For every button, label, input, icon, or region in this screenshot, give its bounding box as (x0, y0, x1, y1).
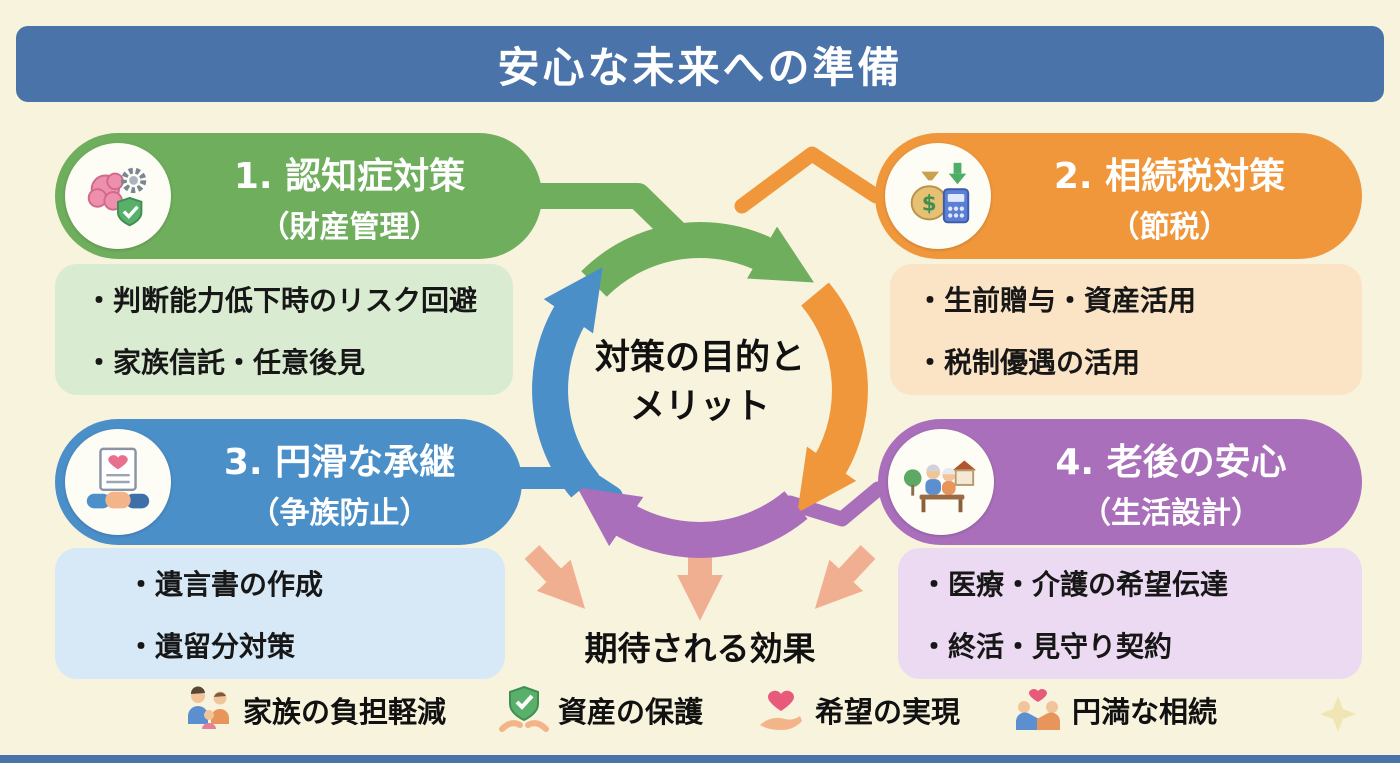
card-succession-body: ・遺言書の作成 ・遺留分対策 (55, 548, 505, 679)
family-icon (187, 686, 229, 729)
card-retirement-header: 4. 老後の安心 （生活設計） (878, 419, 1362, 545)
card-inheritance-tax-header: $ 2. 相続税対策 （節税） (875, 133, 1362, 259)
cycle-arc-green (581, 221, 815, 297)
card-succession-header: 3. 円滑な承継 （争族防止） (55, 419, 522, 545)
bullet-item: ・判断能力低下時のリスク回避 (85, 283, 478, 317)
cycle-arc-blue (532, 267, 603, 498)
card-succession-title: 3. 円滑な承継 (223, 441, 456, 483)
expected-effects-label: 期待される効果 (584, 629, 816, 668)
card-dementia-title: 1. 認知症対策 (233, 155, 466, 197)
shield-hands-icon (498, 685, 549, 732)
card-dementia-subtitle: （財産管理） (259, 209, 440, 245)
legend-item-harmonious-inheritance: 円満な相続 (1012, 684, 1217, 736)
effect-arrow-right (814, 545, 876, 609)
bullet-item: ・遺言書の作成 (127, 567, 324, 601)
bullet-item: ・生前贈与・資産活用 (916, 283, 1197, 317)
heart-hand-icon (760, 690, 802, 730)
card-inheritance-tax-title: 2. 相続税対策 (1053, 155, 1286, 197)
orange-connector (734, 146, 884, 214)
legend-label: 家族の負担軽減 (242, 695, 446, 729)
effect-arrow-left (524, 545, 586, 609)
benefits-legend: 家族の負担軽減 資産の保護 希望の実現 (0, 684, 1400, 736)
elderly-couple-bench-icon (903, 460, 977, 513)
cycle-arc-purple (577, 487, 808, 558)
bullet-item: ・家族信託・任意後見 (85, 345, 366, 379)
bullet-item: ・遺留分対策 (127, 629, 296, 663)
page-title: 安心な未来への準備 (497, 42, 903, 92)
card-inheritance-tax-subtitle: （節税） (1109, 209, 1230, 245)
legend-item-family-burden: 家族の負担軽減 (183, 684, 446, 736)
card-dementia-header: 1. 認知症対策 （財産管理） (55, 133, 542, 259)
bullet-item: ・医療・介護の希望伝達 (920, 567, 1229, 601)
legend-label: 希望の実現 (815, 695, 961, 729)
card-retirement-subtitle: （生活設計） (1081, 495, 1261, 531)
cycle-arrows-diagram (532, 221, 868, 558)
contract-handshake-icon (86, 447, 150, 509)
card-dementia-body: ・判断能力低下時のリスク回避 ・家族信託・任意後見 (55, 264, 513, 395)
brain-gear-shield-icon (87, 167, 147, 227)
bottom-frame-strip (0, 755, 1400, 763)
bullet-item: ・税制優遇の活用 (916, 345, 1141, 379)
cycle-center-label: 対策の目的と メリット (594, 338, 805, 427)
header-banner: 安心な未来への準備 (16, 26, 1384, 102)
card-succession-subtitle: （争族防止） (249, 495, 430, 531)
svg-text:$: $ (922, 192, 937, 217)
people-handshake-icon (1016, 688, 1061, 730)
money-bag-calculator-icon: $ (910, 162, 970, 224)
card-retirement-title: 4. 老後の安心 (1055, 441, 1287, 483)
legend-label: 資産の保護 (557, 695, 703, 729)
sparkle-icon (1320, 696, 1356, 732)
legend-item-asset-protection: 資産の保護 (498, 684, 703, 736)
legend-label: 円満な相続 (1072, 695, 1218, 729)
bullet-item: ・終活・見守り契約 (920, 629, 1173, 663)
legend-item-wish-realization: 希望の実現 (755, 684, 960, 736)
card-inheritance-tax-body: ・生前贈与・資産活用 ・税制優遇の活用 (890, 264, 1362, 395)
cycle-arc-orange (797, 282, 868, 513)
card-retirement-body: ・医療・介護の希望伝達 ・終活・見守り契約 (898, 548, 1362, 679)
